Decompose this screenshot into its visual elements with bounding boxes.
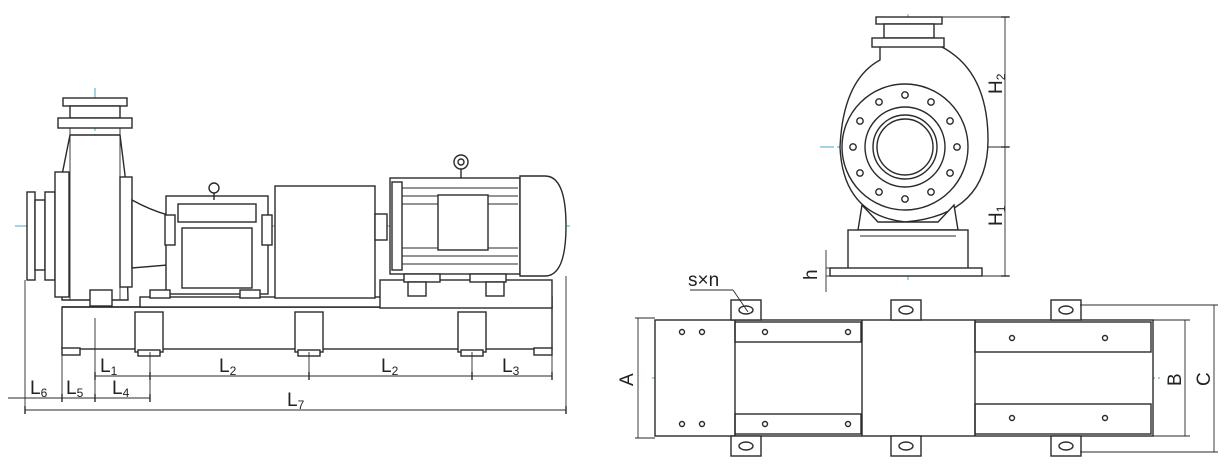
label-h2: H2 [986, 73, 1008, 94]
label-l6: L6 [30, 378, 48, 400]
bolt-hole [875, 188, 883, 196]
label-l3: L3 [502, 356, 520, 378]
bolt-hole [901, 91, 909, 99]
bolt-hole [953, 143, 961, 151]
plate-hole [1101, 414, 1109, 422]
top-view: A B C s×n [617, 270, 1218, 457]
plate-hole [678, 328, 686, 336]
label-l5: L5 [66, 378, 84, 400]
label-l7: L7 [287, 390, 305, 412]
bolt-hole [875, 98, 883, 106]
label-sxn: s×n [688, 270, 719, 291]
lug-slot [1058, 441, 1074, 451]
label-l1: L1 [100, 356, 118, 378]
label-h1: H1 [986, 205, 1008, 226]
plate-hole [698, 420, 706, 428]
front-view: H2 H1 h [801, 14, 1010, 292]
bolt-hole [856, 117, 864, 125]
lug-slot [738, 441, 754, 451]
base-holes [678, 328, 1109, 428]
plate-hole [844, 328, 852, 336]
lug-slot [898, 305, 914, 315]
bolt-hole [927, 98, 935, 106]
label-l2-right: L2 [381, 356, 399, 378]
lug [890, 435, 922, 457]
lug [730, 435, 762, 457]
label-h: h [801, 269, 822, 280]
plate-hole [678, 420, 686, 428]
label-a: A [617, 373, 638, 386]
label-l2-left: L2 [219, 356, 237, 378]
plate-hole [844, 420, 852, 428]
plate-hole [761, 328, 769, 336]
plate-hole [761, 420, 769, 428]
bolt-hole [927, 188, 935, 196]
plate-hole [1101, 334, 1109, 342]
flange-bolt-holes [849, 91, 961, 203]
lug [890, 299, 922, 321]
bolt-hole [901, 195, 909, 203]
label-b: B [1165, 373, 1186, 386]
bolt-hole [946, 117, 954, 125]
label-c: C [1194, 372, 1215, 386]
bolt-hole [946, 169, 954, 177]
bolt-hole [849, 143, 857, 151]
label-l4: L4 [112, 378, 130, 400]
plate-hole [1008, 334, 1016, 342]
lug [730, 299, 762, 321]
side-view: L1 L2 L2 L3 L4 L5 L6 L7 [8, 88, 570, 414]
lug [1050, 435, 1082, 457]
lug-slot [1058, 305, 1074, 315]
plate-hole [698, 328, 706, 336]
lug-slot [898, 441, 914, 451]
mounting-lugs [730, 299, 1082, 457]
lug [1050, 299, 1082, 321]
plate-hole [1008, 414, 1016, 422]
bolt-hole [856, 169, 864, 177]
lug-slot [738, 305, 754, 315]
